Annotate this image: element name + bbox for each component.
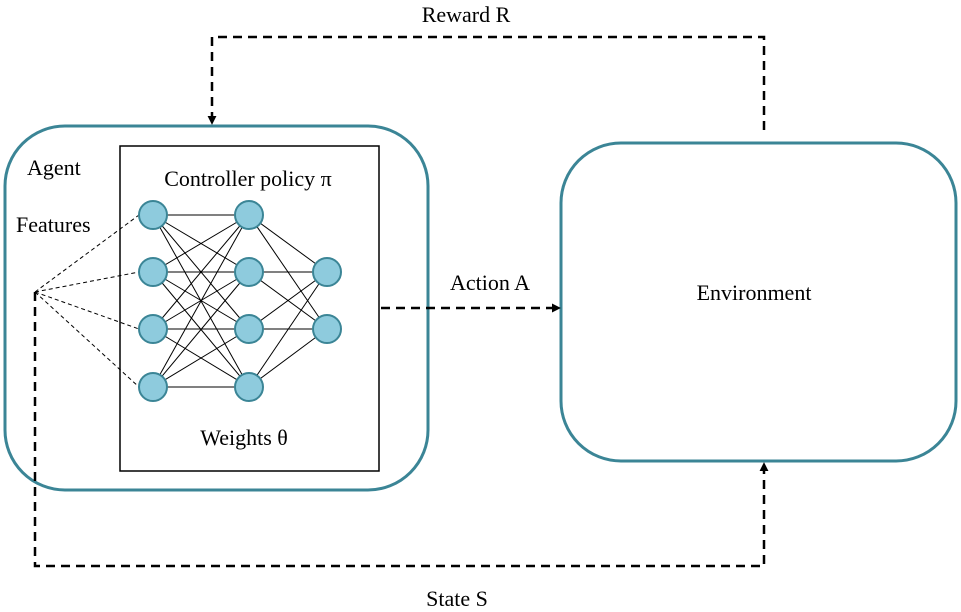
- agent-label: Agent: [27, 155, 81, 180]
- feature-lines: [34, 214, 140, 388]
- environment-box: [559, 141, 958, 463]
- controller-label: Controller policy π: [164, 166, 332, 191]
- network-edge: [152, 214, 250, 273]
- network-edge: [152, 214, 250, 330]
- input-node: [138, 372, 168, 402]
- hidden-node: [234, 372, 264, 402]
- reward-arrow: [207, 35, 766, 130]
- input-node: [138, 314, 168, 344]
- feature-line: [34, 291, 140, 388]
- input-node: [138, 257, 168, 287]
- reward-label: Reward R: [422, 2, 511, 27]
- hidden-node: [234, 314, 264, 344]
- hidden-node: [234, 200, 264, 230]
- features-label: Features: [16, 212, 91, 237]
- controller-box: [119, 145, 380, 472]
- network-edge: [152, 214, 250, 388]
- feature-line: [34, 214, 140, 293]
- hidden-node: [234, 257, 264, 287]
- feature-line: [34, 271, 140, 293]
- output-node: [312, 257, 342, 287]
- network-edge: [248, 271, 328, 330]
- environment-label: Environment: [697, 280, 812, 305]
- network-edge: [248, 214, 328, 273]
- state-label: State S: [426, 586, 488, 611]
- state-arrow: [33, 292, 769, 568]
- network-nodes: [138, 200, 342, 402]
- input-node: [138, 200, 168, 230]
- action-label: Action A: [450, 270, 530, 295]
- feature-line: [34, 291, 140, 330]
- network-edge: [248, 328, 328, 388]
- network-edges: [152, 214, 328, 388]
- output-node: [312, 314, 342, 344]
- network-edge: [152, 271, 250, 388]
- weights-label: Weights θ: [200, 425, 288, 450]
- network-edge: [152, 328, 250, 388]
- network-edge: [248, 271, 328, 388]
